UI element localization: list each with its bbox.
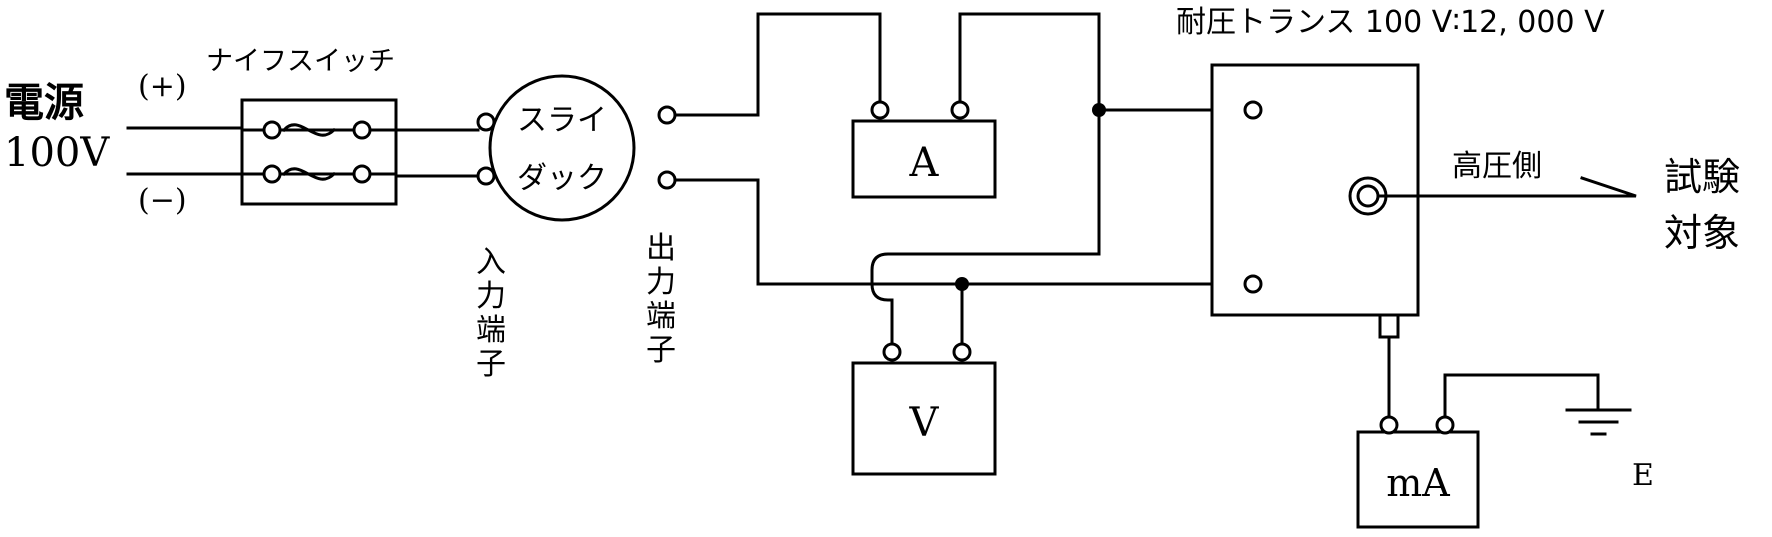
junction-dot	[955, 277, 969, 291]
ammeter-terminal	[950, 100, 970, 120]
ammeter-terminal	[870, 100, 890, 120]
switch-terminal	[262, 120, 282, 140]
fuse-symbol-plus	[281, 123, 337, 137]
transformer-primary-terminal	[1243, 274, 1263, 294]
slidac-output-terminal	[657, 170, 677, 190]
plus-polarity-label: (+)	[138, 69, 187, 104]
label-char: 端	[476, 313, 506, 348]
label-char: 子	[646, 333, 676, 368]
milliammeter: mA	[1356, 335, 1600, 529]
test-object-label-line2: 対象	[1664, 211, 1740, 255]
transformer-ground-terminal	[1378, 313, 1400, 339]
label-char: 力	[476, 279, 506, 314]
wiring	[673, 12, 1247, 352]
test-object: 試験 対象	[1664, 155, 1740, 255]
voltmeter-label: V	[909, 400, 940, 446]
slidac-input-terminal	[476, 166, 496, 186]
transformer-primary-terminal	[1243, 100, 1263, 120]
input-terminal-label: 入 力 端 子	[476, 245, 506, 382]
voltmeter-terminal	[952, 342, 972, 362]
voltmeter-box	[851, 361, 997, 476]
knife-switch-label: ナイフスイッチ	[206, 46, 395, 77]
wire-out-minus-to-transformer	[673, 178, 1247, 286]
power-source-label: 電源	[4, 80, 84, 126]
high-voltage-lead: 高圧側	[1376, 149, 1637, 198]
transformer-box	[1210, 63, 1420, 317]
transformer: 耐圧トランス 100 V∶12, 000 V	[1176, 5, 1605, 339]
milliammeter-terminal	[1435, 415, 1455, 435]
voltmeter-terminal	[882, 342, 902, 362]
wire-out-plus-to-ammeter	[673, 12, 882, 117]
milliammeter-box	[1356, 430, 1480, 529]
slidac: スライ ダック	[476, 74, 677, 222]
transformer-label: 耐圧トランス 100 V∶12, 000 V	[1176, 5, 1605, 40]
ammeter-label: A	[909, 140, 940, 186]
knife-switch-box	[240, 98, 398, 206]
power-source: 電源 100V (+) (−)	[4, 69, 274, 218]
label-char: 子	[476, 347, 506, 382]
power-source-voltage: 100V	[4, 130, 110, 176]
wire-ammeter-to-junction	[958, 12, 1101, 112]
output-terminal-label: 出 力 端 子	[646, 231, 676, 368]
junction-dot	[1092, 103, 1106, 117]
wire-high-voltage-to-test-object	[1376, 176, 1637, 198]
milliammeter-terminal	[1379, 415, 1399, 435]
slidac-body	[488, 74, 636, 222]
earth-symbol: E	[1565, 408, 1654, 493]
label-char: 端	[646, 299, 676, 334]
label-char: 力	[646, 265, 676, 300]
label-char: 入	[476, 245, 506, 280]
label-char: 出	[646, 231, 676, 266]
minus-polarity-label: (−)	[138, 183, 187, 218]
wire-junction-to-voltmeter	[870, 108, 1101, 352]
voltmeter: V	[851, 342, 997, 476]
ammeter: A	[851, 100, 997, 199]
ammeter-box	[851, 119, 997, 199]
switch-terminal	[352, 120, 372, 140]
slidac-label-line2: ダック	[517, 161, 607, 196]
slidac-input-terminal	[476, 112, 496, 132]
high-voltage-terminal-inner	[1356, 184, 1380, 208]
test-object-label-line1: 試験	[1664, 155, 1740, 199]
milliammeter-label: mA	[1386, 461, 1450, 505]
slidac-label-line1: スライ	[517, 103, 607, 138]
knife-switch: ナイフスイッチ	[206, 46, 398, 206]
switch-terminal	[352, 164, 372, 184]
high-voltage-side-label: 高圧側	[1452, 149, 1542, 184]
wire-milliammeter-to-earth	[1443, 373, 1600, 422]
earth-label: E	[1632, 458, 1654, 493]
slidac-output-terminal	[657, 105, 677, 125]
switch-terminal	[262, 164, 282, 184]
fuse-symbol-minus	[281, 167, 337, 181]
